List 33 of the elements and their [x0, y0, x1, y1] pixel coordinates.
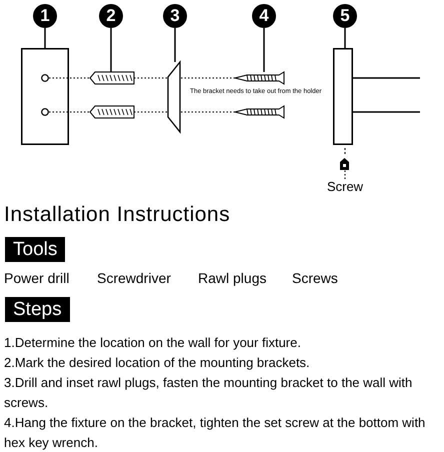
callout-number: 3: [163, 4, 187, 28]
title: Installation Instructions: [4, 203, 230, 227]
leader-line: [263, 28, 265, 72]
step-text: 1.Determine the location on the wall for your fixture.: [4, 334, 302, 352]
leader-line: [110, 28, 112, 72]
wall-plate: [21, 48, 69, 145]
tool-name: Screws: [292, 270, 338, 286]
section-heading: Tools: [5, 237, 66, 262]
bracket-drawing: [167, 62, 181, 132]
leader-line: [174, 28, 176, 62]
section-heading: Steps: [5, 297, 70, 322]
set-screw-icon: [340, 158, 349, 170]
step-text: 2.Mark the desired location of the mounting brackets.: [4, 354, 311, 372]
callout-number: 2: [99, 4, 123, 28]
leader-line: [344, 28, 346, 48]
tool-name: Rawl plugs: [198, 270, 266, 286]
part-label: Screw: [325, 179, 365, 194]
screw-drawing: [235, 72, 284, 84]
step-text: 4.Hang the fixture on the bracket, tighten the set screw at the bottom with hex key wrench.: [4, 414, 426, 452]
dashed-leader-line: [344, 170, 346, 180]
tool-name: Screwdriver: [97, 270, 171, 286]
rawl-plug-drawing: [90, 72, 134, 84]
rawl-plug-drawing: [90, 106, 134, 118]
fixture-drawing: [333, 48, 353, 145]
step-text: 3.Drill and inset rawl plugs, fasten the mounting bracket to the wall with screws.: [4, 374, 414, 412]
callout-number: 4: [252, 4, 276, 28]
hole-mark: [41, 74, 49, 82]
tool-name: Power drill: [4, 270, 70, 286]
callout-number: 1: [33, 4, 57, 28]
hole-mark: [41, 108, 49, 116]
leader-line: [44, 28, 46, 48]
set-screw-icon: [235, 106, 284, 118]
callout-number: 5: [333, 4, 357, 28]
